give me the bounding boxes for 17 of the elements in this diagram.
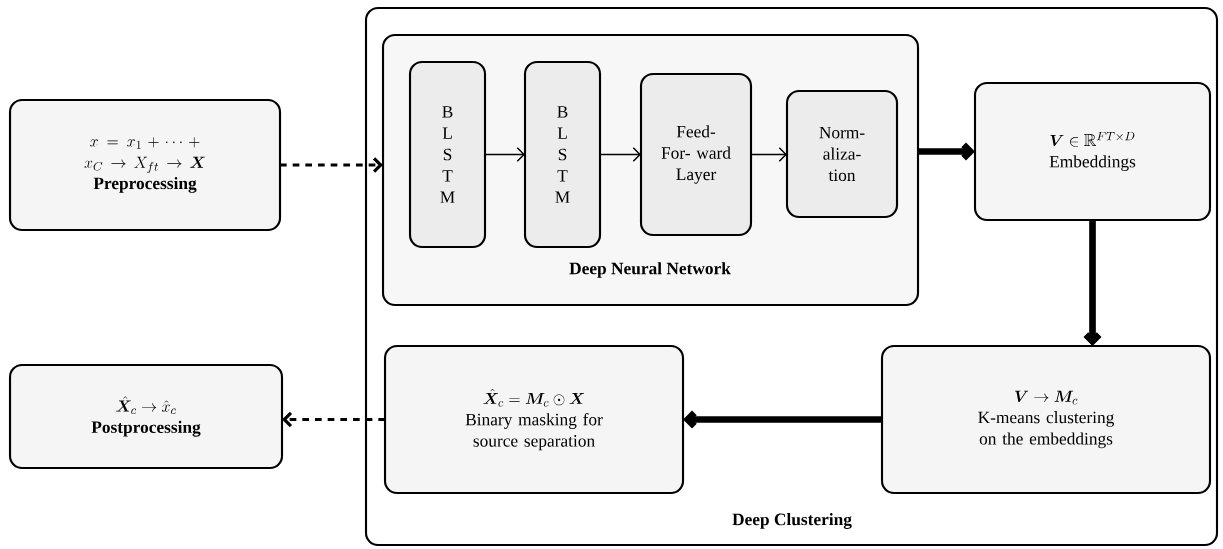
process-box: $x=x_1+\cdots+x_C \rightarrow X_{ft} \rightarrow \boldsymbol{X}$ Preprocessing [8, 98, 282, 232]
arrow [282, 411, 385, 428]
arrow [683, 410, 882, 429]
arrow [599, 147, 641, 162]
arrow [1083, 220, 1102, 346]
process-box: $\hat{\boldsymbol{X}}_c\rightarrow\hat{x}_c$ Postprocessing [8, 363, 284, 470]
arrow [484, 147, 525, 162]
arrow [918, 142, 975, 161]
process-box: B L S T M [523, 60, 602, 249]
process-box: $\boldsymbol{V}\rightarrow\boldsymbol{M}_c$ K-means clustering on the embeddings [880, 344, 1212, 495]
process-box: $\hat{\boldsymbol{X}}_c=\boldsymbol{M}_c\odot\boldsymbol{X}$ Binary masking for source separation [383, 344, 685, 495]
process-box: Norm- aliza- tion [785, 89, 899, 219]
process-box: B L S T M [408, 60, 487, 249]
process-box: Feed- For- ward Layer [639, 72, 753, 237]
process-box: $\boldsymbol{V}\in\mathbb{R}^{FT\times D}$ Embeddings [973, 81, 1212, 222]
arrow [750, 147, 787, 162]
arrow [280, 157, 383, 173]
